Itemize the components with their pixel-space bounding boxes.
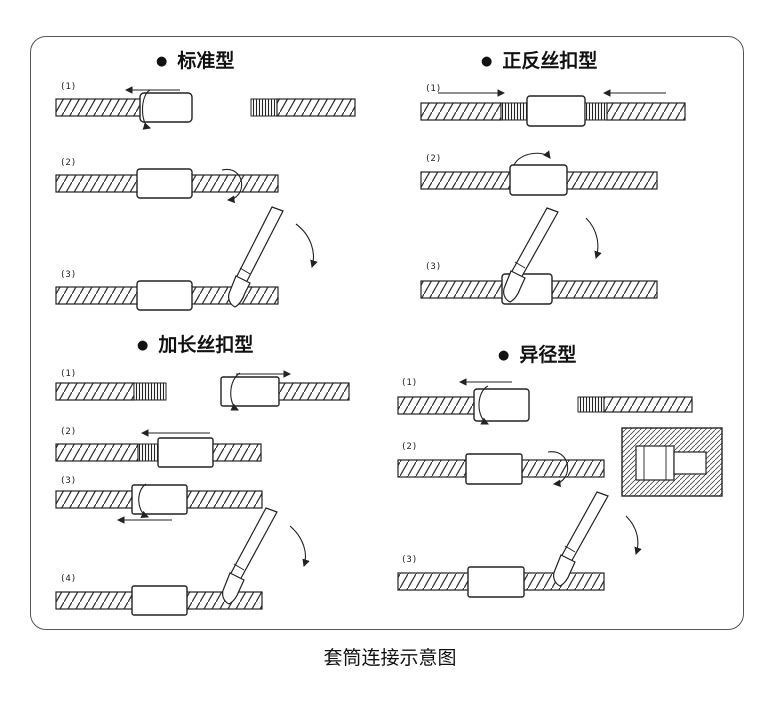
coupler-sleeve [473,388,530,422]
reducer-step-3 [397,491,642,598]
standard-step-1 [55,86,356,130]
step-label: (1) [425,84,442,94]
coupler-sleeve [131,585,188,616]
step-label: (1) [401,378,418,388]
reverse-step-1 [420,89,686,127]
coupler-sleeve [509,164,568,196]
extended-step-2 [55,429,262,468]
rotation-arrow-icon [585,217,602,260]
wrench-icon [503,207,559,303]
rebar-rod [278,382,350,401]
section-title-reducer: 异径型 [498,340,576,367]
step-label: (2) [60,427,77,437]
rebar-rod [276,98,356,117]
rebar-rod [397,396,481,415]
rebar-rod [55,443,139,462]
threaded-end [577,396,605,413]
diagram-caption: 套筒连接示意图 [323,647,457,669]
threaded-end [133,382,167,401]
reducer-step-2 [397,451,605,488]
step-label: (2) [60,158,77,168]
rebar-rod [420,102,502,121]
section-title-standard: 标准型 [156,46,234,73]
threaded-end [584,102,608,121]
coupler-sleeve [467,566,525,598]
rebar-rod [55,382,135,401]
rebar-rod [212,443,262,462]
coupler-sleeve [157,437,214,468]
reverse-step-3 [420,207,658,305]
step-label: (2) [425,154,442,164]
coupler-sleeve [136,168,193,199]
rebar-rod [55,98,143,117]
coupler-sleeve [136,280,193,311]
step-label: (1) [60,82,77,92]
rotation-arrow-icon [478,385,489,425]
rebar-rod [606,102,686,121]
rotation-arrow-icon [513,150,551,166]
rebar-rod [603,396,693,413]
extended-step-1 [55,370,350,411]
rotation-arrow-icon [138,483,150,519]
threaded-end [137,443,159,462]
step-label: (3) [60,476,77,486]
step-label: (3) [60,270,77,280]
wrench-icon [228,206,284,308]
wrench-icon [553,491,609,587]
rotation-arrow-icon [221,169,243,204]
reducer-cross-section [621,427,723,497]
step-label: (4) [60,574,77,584]
section-title-reverse: 正反丝扣型 [481,46,597,73]
reducer-step-1 [397,378,693,425]
rotation-arrow-icon [289,525,310,568]
wrench-icon [222,507,278,605]
reverse-step-2 [420,150,658,196]
rotation-arrow-icon [141,89,152,130]
diagram-frame [30,36,744,630]
step-label: (2) [401,442,418,452]
standard-step-3 [55,206,318,311]
extended-step-4 [55,507,310,616]
section-title-extended: 加长丝扣型 [137,330,253,357]
standard-step-2 [55,168,279,204]
rotation-arrow-icon [547,451,569,488]
step-label: (3) [401,555,418,565]
coupler-sleeve [220,376,280,407]
threaded-end [250,98,278,117]
threaded-end [500,102,528,121]
step-label: (1) [60,369,77,379]
extended-step-3 [55,483,263,524]
coupler-sleeve [131,484,188,515]
rotation-arrow-icon [295,223,318,269]
coupler-sleeve [526,95,586,127]
rotation-arrow-icon [230,372,241,411]
rotation-arrow-icon [625,515,642,556]
step-label: (3) [425,262,442,272]
coupler-sleeve [139,92,193,123]
coupler-sleeve [465,453,523,485]
